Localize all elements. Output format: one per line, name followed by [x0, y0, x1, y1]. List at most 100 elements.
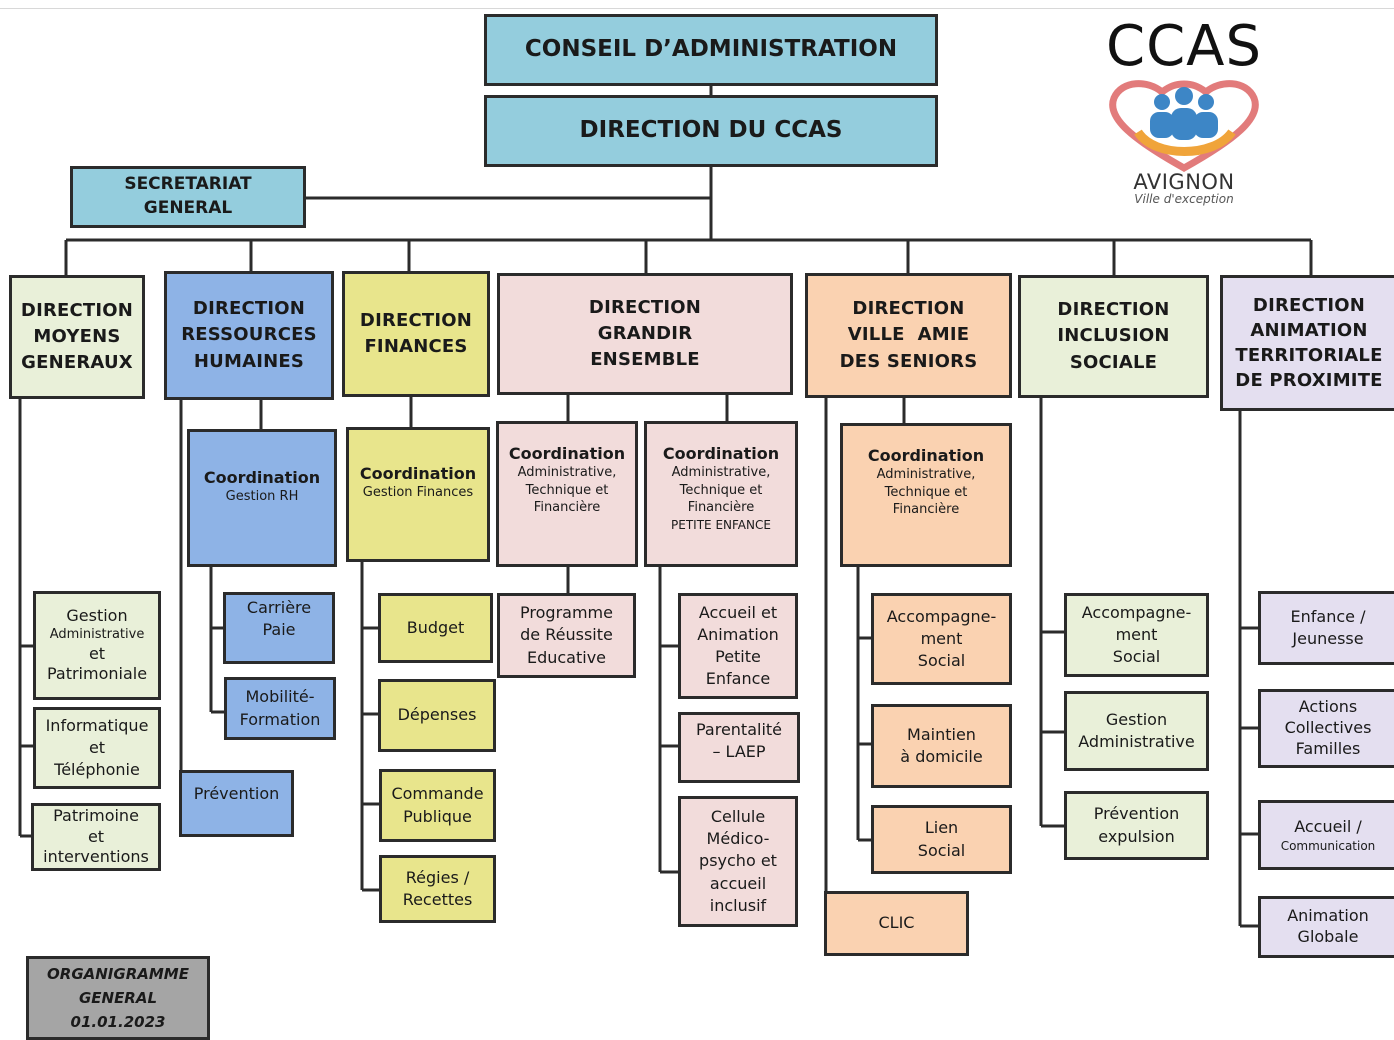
service-line: Gestion: [66, 605, 128, 625]
direction-line: GRANDIR: [597, 322, 693, 344]
service-line: Animation: [697, 624, 779, 644]
direction-line: DIRECTION: [20, 299, 134, 321]
service-line: à domicile: [900, 747, 983, 766]
service-line: Petite: [715, 647, 761, 666]
service-line: de Réussite: [520, 625, 613, 645]
service-prevention: Prévention: [179, 770, 294, 837]
coordination-subtitle: Gestion Finances: [362, 485, 474, 501]
service-regies-recettes: Régies / Recettes: [379, 855, 496, 923]
direction-ville-amie-seniors: DIRECTION VILLE AMIE DES SENIORS: [805, 273, 1012, 398]
coordination-petite-enfance: Coordination Administrative, Technique e…: [644, 421, 798, 567]
service-line: Informatique: [45, 715, 149, 735]
coordination-title: Coordination: [359, 464, 477, 483]
direction-line: TERRITORIALE: [1235, 345, 1383, 366]
coordination-title: Coordination: [508, 444, 626, 463]
service-line: Paie: [262, 620, 296, 640]
direction-moyens-generaux: DIRECTION MOYENS GENERAUX: [9, 275, 145, 399]
service-line: Accompagne-: [886, 606, 997, 626]
coordination-line: Technique et: [525, 482, 609, 498]
service-line: Communication: [1280, 838, 1376, 853]
service-line: Prévention: [193, 784, 280, 803]
service-maintien-domicile: Maintien à domicile: [871, 704, 1012, 788]
service-line: Publique: [403, 806, 472, 826]
service-line: Médico-: [706, 829, 770, 849]
service-line: Patrimoniale: [46, 664, 148, 684]
direction-ccas-label: DIRECTION DU CCAS: [579, 117, 843, 144]
direction-line: ENSEMBLE: [590, 349, 700, 371]
service-line: Educative: [526, 647, 607, 667]
direction-line: DE PROXIMITE: [1235, 370, 1383, 392]
service-programme-reussite-educative: Programme de Réussite Educative: [497, 593, 636, 678]
service-line: Formation: [239, 709, 321, 729]
service-carriere-paie: Carrière Paie: [223, 592, 335, 664]
service-line: Administrative: [49, 626, 145, 642]
secretariat-general-box: SECRETARIAT GENERAL: [70, 166, 306, 228]
service-depenses: Dépenses: [378, 679, 496, 752]
organigramme-line: 01.01.2023: [70, 1013, 166, 1032]
service-line: Accueil et: [698, 602, 778, 622]
coordination-line: Technique et: [679, 482, 763, 498]
logo-tagline: Ville d'exception: [1134, 192, 1234, 206]
coordination-line: Administrative,: [671, 465, 771, 481]
coordination-line: Financière: [892, 502, 960, 518]
heart-people-icon: [1109, 80, 1259, 172]
direction-line: DIRECTION: [359, 309, 473, 331]
direction-line: ANIMATION: [1250, 319, 1368, 341]
service-line: Accompagne-: [1081, 602, 1192, 622]
service-line: ment: [1115, 624, 1158, 644]
service-line: Collectives: [1284, 718, 1372, 738]
direction-ccas-box: DIRECTION DU CCAS: [484, 95, 938, 167]
service-accompagnement-social-inclusion: Accompagne- ment Social: [1064, 593, 1209, 677]
coordination-title: Coordination: [203, 468, 321, 487]
service-line: Enfance /: [1290, 606, 1366, 626]
direction-line: DES SENIORS: [839, 350, 978, 372]
ccas-logo: CCAS AVIGNON Ville d'exception: [1094, 14, 1274, 214]
service-line: Actions: [1298, 697, 1358, 717]
coordination-line: Financière: [533, 500, 601, 516]
service-line: Parentalité: [695, 720, 783, 739]
organigramme-line: GENERAL: [78, 988, 158, 1007]
service-enfance-jeunesse: Enfance / Jeunesse: [1258, 591, 1394, 665]
service-accueil-communication: Accueil / Communication: [1258, 800, 1394, 870]
direction-line: HUMAINES: [193, 350, 305, 372]
conseil-administration-box: CONSEIL D’ADMINISTRATION: [484, 14, 938, 86]
service-line: Administrative: [1078, 732, 1195, 751]
service-line: expulsion: [1098, 826, 1175, 846]
service-line: Jeunesse: [1292, 629, 1364, 648]
coordination-title: Coordination: [867, 446, 985, 465]
service-line: Dépenses: [397, 705, 477, 725]
service-line: Patrimoine: [53, 805, 139, 825]
service-mobilite-formation: Mobilité- Formation: [224, 677, 336, 740]
logo-title: CCAS: [1105, 14, 1263, 79]
service-line: Mobilité-: [245, 687, 315, 707]
service-parentalite-laep: Parentalité – LAEP: [678, 712, 800, 783]
service-commande-publique: Commande Publique: [379, 769, 496, 842]
service-accompagnement-social-seniors: Accompagne- ment Social: [871, 593, 1012, 685]
service-line: – LAEP: [712, 742, 766, 762]
service-line: psycho et: [699, 851, 777, 871]
service-line: Commande: [391, 784, 484, 804]
logo-city: AVIGNON: [1133, 170, 1235, 194]
service-patrimoine-interventions: Patrimoine et interventions: [31, 803, 161, 871]
coordination-line: Financière: [687, 500, 755, 516]
service-line: Carrière: [246, 598, 312, 617]
organigramme-label: ORGANIGRAMME GENERAL 01.01.2023: [26, 956, 210, 1040]
service-line: et: [87, 826, 105, 846]
secretariat-line: GENERAL: [143, 198, 233, 218]
service-line: Budget: [406, 617, 465, 637]
direction-line: DIRECTION: [588, 296, 702, 318]
service-line: Enfance: [705, 669, 771, 689]
coordination-line: Technique et: [884, 484, 968, 500]
coordination-gestion-finances: Coordination Gestion Finances: [346, 427, 490, 562]
service-cellule-medico-psycho: Cellule Médico- psycho et accueil inclus…: [678, 796, 798, 927]
direction-ressources-humaines: DIRECTION RESSOURCES HUMAINES: [164, 271, 334, 400]
coordination-gestion-rh: Coordination Gestion RH: [187, 429, 337, 567]
direction-line: DIRECTION: [852, 298, 965, 320]
organigramme-line: ORGANIGRAMME: [47, 964, 189, 983]
direction-line: MOYENS: [33, 325, 121, 347]
service-budget: Budget: [378, 593, 493, 663]
service-line: Social: [1112, 647, 1161, 667]
service-animation-globale: Animation Globale: [1258, 896, 1394, 958]
service-line: inclusif: [709, 895, 767, 915]
service-line: Globale: [1297, 927, 1359, 946]
